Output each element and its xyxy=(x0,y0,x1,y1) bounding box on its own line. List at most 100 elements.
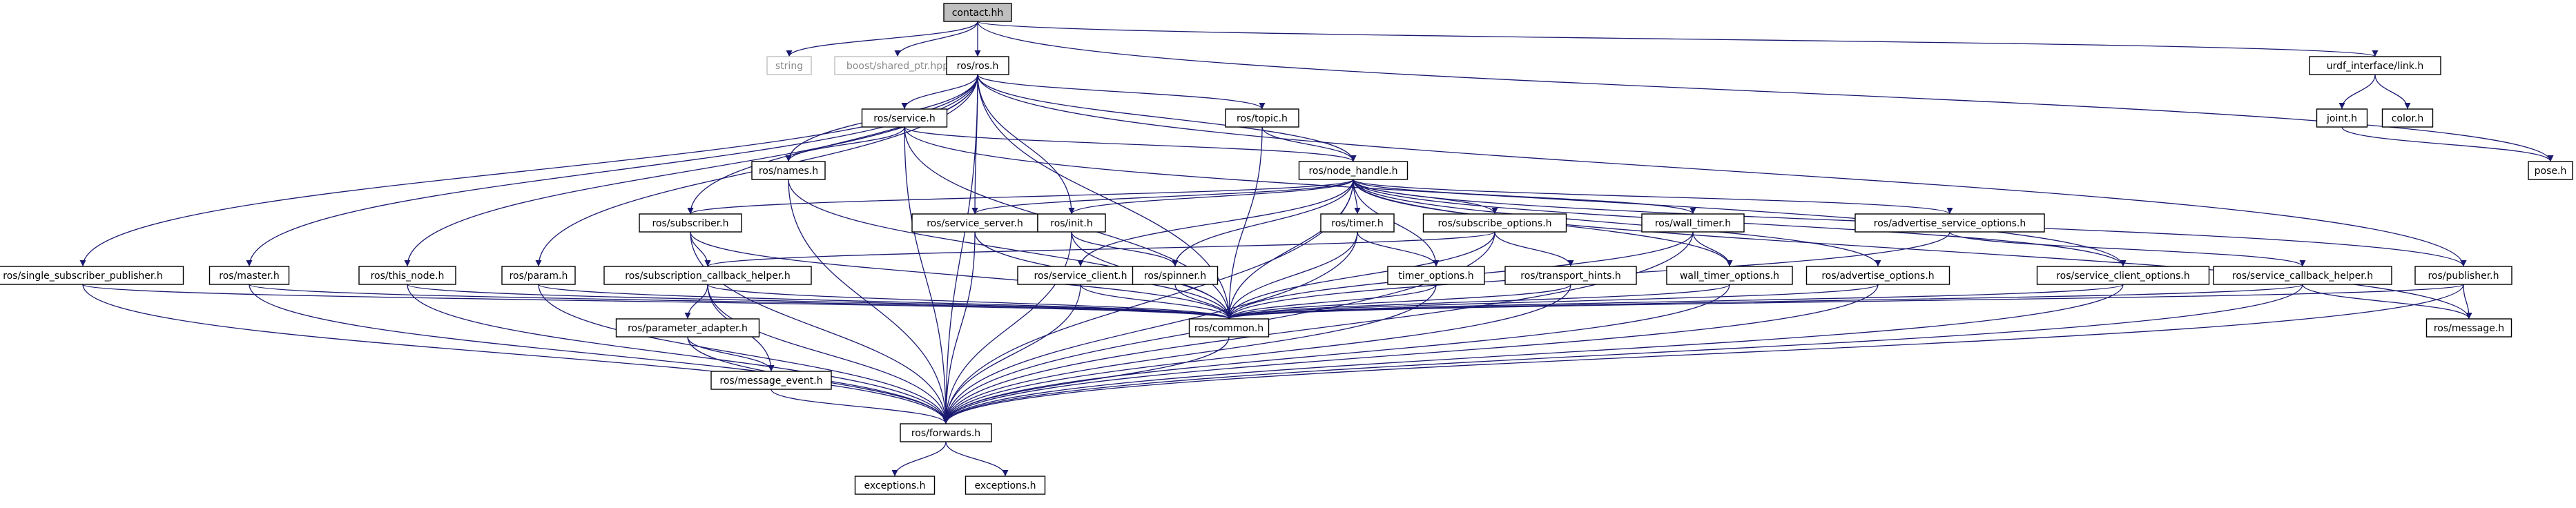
node-box xyxy=(209,266,290,285)
node-label: ros/master.h xyxy=(219,271,279,282)
node-pose[interactable]: pose.h xyxy=(2528,161,2573,180)
edge-service-to-service-client-options xyxy=(904,126,2127,267)
edge-contact-to-pose xyxy=(977,21,2554,162)
node-exceptions-b[interactable]: exceptions.h xyxy=(965,476,1046,495)
edge-node-handle-to-init xyxy=(1068,179,1354,215)
node-label: ros/advertise_service_options.h xyxy=(1874,218,2026,229)
node-label: ros/param.h xyxy=(510,271,568,282)
node-timer[interactable]: ros/timer.h xyxy=(1320,213,1395,233)
node-wall-timer-options[interactable]: wall_timer_options.h xyxy=(1666,266,1793,285)
edge-this-node-to-common xyxy=(407,284,1232,320)
node-box xyxy=(603,266,812,285)
node-subscribe-options[interactable]: ros/subscribe_options.h xyxy=(1422,213,1567,233)
node-message[interactable]: ros/message.h xyxy=(2425,318,2512,338)
node-init[interactable]: ros/init.h xyxy=(1037,213,1106,233)
edge-ros-to-init xyxy=(977,74,1075,215)
edge-urdf-link-to-color xyxy=(2374,74,2411,110)
node-service[interactable]: ros/service.h xyxy=(861,108,948,128)
edge-urdf-link-to-joint xyxy=(2338,74,2376,110)
node-advertise-service-options[interactable]: ros/advertise_service_options.h xyxy=(1854,213,2045,233)
node-box xyxy=(501,266,576,285)
edge-timer-options-to-common xyxy=(1226,284,1437,320)
edge-advertise-options-to-common xyxy=(1226,284,1879,320)
edge-single-subscriber-publisher-to-common xyxy=(82,284,1232,320)
edge-joint-to-pose xyxy=(2341,126,2554,162)
edge-node-handle-to-advertise-service-options xyxy=(1353,179,1953,215)
node-wall-timer[interactable]: ros/wall_timer.h xyxy=(1641,213,1745,233)
node-label: ros/subscriber.h xyxy=(652,218,728,229)
node-timer-options[interactable]: timer_options.h xyxy=(1387,266,1485,285)
node-subscription-callback-helper[interactable]: ros/subscription_callback_helper.h xyxy=(603,266,812,285)
edge-node-handle-to-message xyxy=(1353,179,2472,320)
node-transport-hints[interactable]: ros/transport_hints.h xyxy=(1504,266,1637,285)
node-box xyxy=(861,108,948,128)
node-label: ros/forwards.h xyxy=(911,428,980,439)
node-common[interactable]: ros/common.h xyxy=(1188,318,1270,338)
node-box xyxy=(911,213,1038,233)
node-box xyxy=(2309,56,2441,75)
node-box xyxy=(639,213,742,233)
node-label: ros/parameter_adapter.h xyxy=(628,323,748,334)
node-label: ros/this_node.h xyxy=(371,271,445,282)
node-forwards[interactable]: ros/forwards.h xyxy=(900,423,992,442)
edge-forwards-to-exceptions-a xyxy=(891,441,947,477)
edge-contact-to-shared-ptr xyxy=(894,21,978,57)
node-color[interactable]: color.h xyxy=(2381,108,2434,128)
node-box xyxy=(710,371,832,390)
node-box xyxy=(1298,161,1408,180)
node-service-callback-helper[interactable]: ros/service_callback_helper.h xyxy=(2213,266,2392,285)
node-label: timer_options.h xyxy=(1398,271,1473,282)
node-box xyxy=(1422,213,1567,233)
edge-node-handle-to-timer-options xyxy=(1353,179,1440,267)
node-advertise-options[interactable]: ros/advertise_options.h xyxy=(1805,266,1950,285)
edge-contact-to-string xyxy=(786,21,978,57)
node-ros[interactable]: ros/ros.h xyxy=(946,56,1009,75)
node-box xyxy=(1225,108,1299,128)
node-box xyxy=(1387,266,1485,285)
edge-wall-timer-options-to-common xyxy=(1226,284,1730,320)
node-node-handle[interactable]: ros/node_handle.h xyxy=(1298,161,1408,180)
node-subscriber[interactable]: ros/subscriber.h xyxy=(639,213,742,233)
node-label: contact.hh xyxy=(952,8,1004,19)
node-topic[interactable]: ros/topic.h xyxy=(1225,108,1299,128)
node-exceptions-a[interactable]: exceptions.h xyxy=(854,476,936,495)
edge-service-server-to-forwards xyxy=(942,231,976,424)
node-param[interactable]: ros/param.h xyxy=(501,266,576,285)
node-urdf-link[interactable]: urdf_interface/link.h xyxy=(2309,56,2441,75)
edge-master-to-common xyxy=(249,284,1232,320)
node-single-subscriber-publisher[interactable]: ros/single_subscriber_publisher.h xyxy=(0,266,184,285)
edge-wall-timer-to-wall-timer-options xyxy=(1692,231,1733,267)
node-this-node[interactable]: ros/this_node.h xyxy=(358,266,456,285)
node-service-client-options[interactable]: ros/service_client_options.h xyxy=(2036,266,2210,285)
edge-node-handle-to-common xyxy=(1226,179,1354,320)
node-label: boost/shared_ptr.hpp xyxy=(846,61,949,72)
node-parameter-adapter[interactable]: ros/parameter_adapter.h xyxy=(615,318,760,338)
node-joint[interactable]: joint.h xyxy=(2316,108,2368,128)
node-publisher[interactable]: ros/publisher.h xyxy=(2414,266,2512,285)
node-names[interactable]: ros/names.h xyxy=(751,161,826,180)
node-box xyxy=(358,266,456,285)
node-box xyxy=(2036,266,2210,285)
edge-wall-timer-to-forwards xyxy=(942,231,1694,424)
edge-node-handle-to-service-client xyxy=(1077,179,1354,267)
edge-subscription-callback-helper-to-parameter-adapter xyxy=(684,284,708,320)
edge-topic-to-common xyxy=(1226,126,1263,320)
node-master[interactable]: ros/master.h xyxy=(209,266,290,285)
edge-service-client-options-to-forwards xyxy=(942,284,2124,424)
node-label: ros/common.h xyxy=(1194,323,1263,334)
node-service-server[interactable]: ros/service_server.h xyxy=(911,213,1038,233)
node-service-client[interactable]: ros/service_client.h xyxy=(1017,266,1144,285)
edge-message-event-to-forwards xyxy=(771,389,949,424)
node-spinner[interactable]: ros/spinner.h xyxy=(1132,266,1219,285)
node-shared-ptr: boost/shared_ptr.hpp xyxy=(834,56,961,75)
node-box xyxy=(2414,266,2512,285)
edge-timer-options-to-forwards xyxy=(942,284,1437,424)
node-contact[interactable]: contact.hh xyxy=(943,3,1012,22)
node-message-event[interactable]: ros/message_event.h xyxy=(710,371,832,390)
node-label: color.h xyxy=(2392,113,2424,124)
node-label: ros/timer.h xyxy=(1331,218,1383,229)
edge-subscription-callback-helper-to-forwards xyxy=(707,284,949,424)
edge-node-handle-to-subscriber xyxy=(687,179,1354,215)
node-box xyxy=(1037,213,1106,233)
edge-single-subscriber-publisher-to-forwards xyxy=(82,284,949,424)
